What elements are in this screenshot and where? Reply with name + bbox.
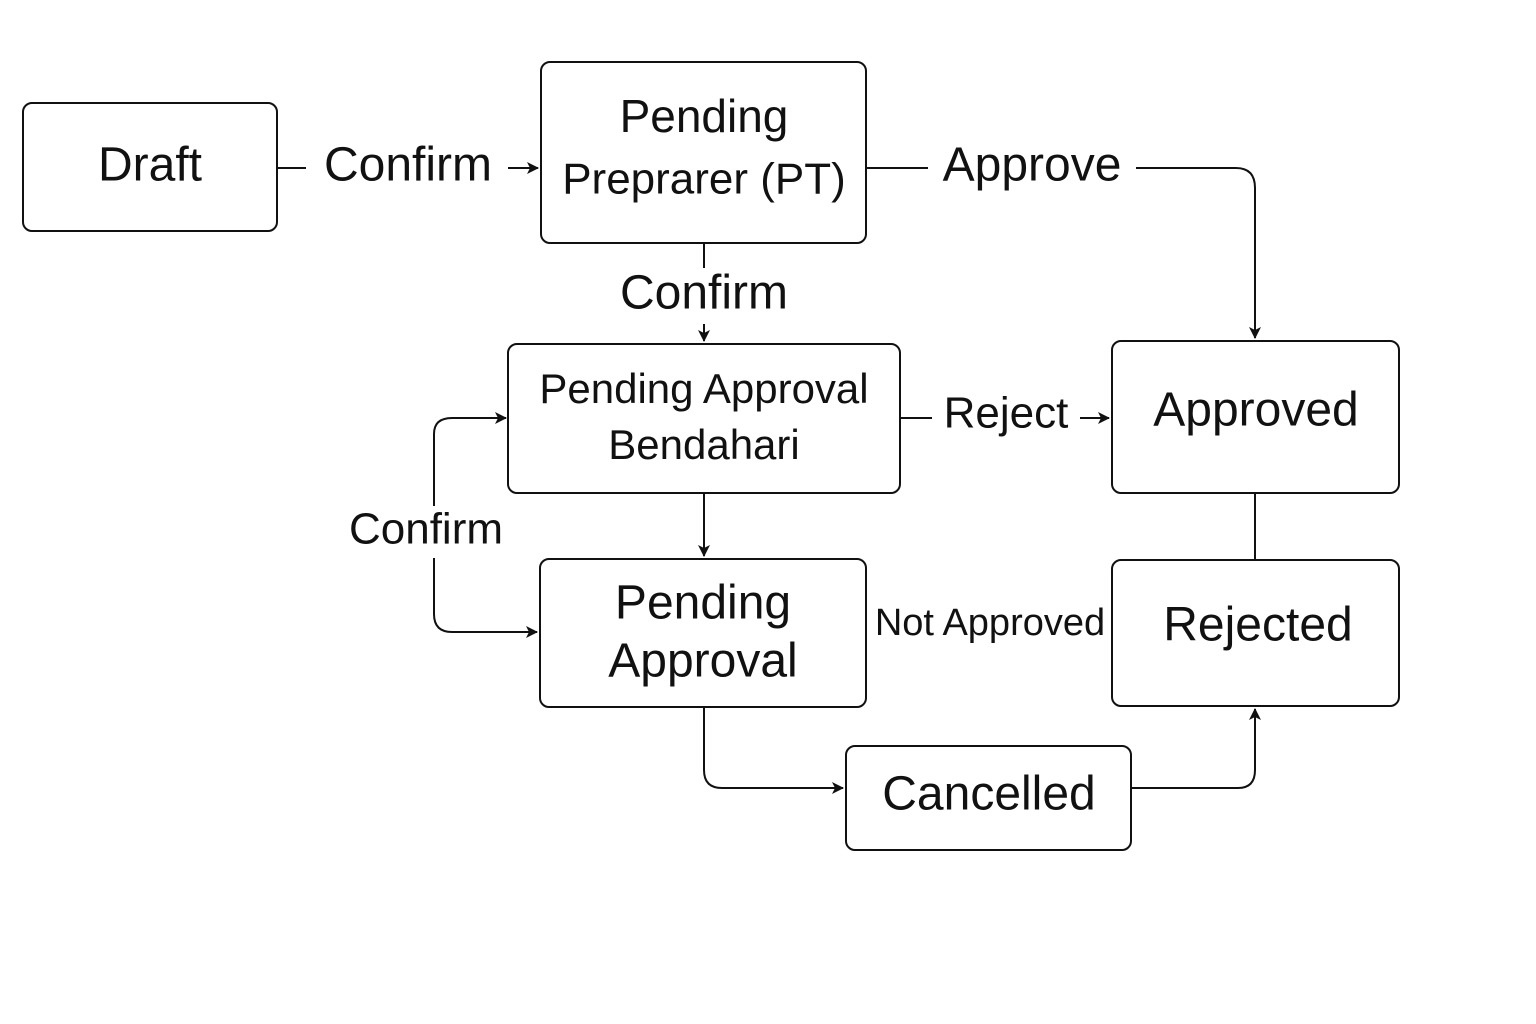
edge-label-reject: Reject <box>944 389 1069 438</box>
edge-label-approve: Approve <box>943 139 1122 192</box>
edge-label-confirm-loop: Confirm <box>349 505 503 554</box>
node-draft[interactable]: Draft <box>22 102 278 232</box>
node-pending-approval-line-2: Approval <box>608 635 797 688</box>
node-rejected[interactable]: Rejected <box>1111 559 1400 707</box>
node-pending-preparer-line-1: Pending <box>620 90 789 142</box>
edge-preparer-to-approved <box>866 167 1261 339</box>
node-rejected-label: Rejected <box>1163 599 1352 652</box>
node-pending-approval[interactable]: Pending Approval <box>539 558 867 708</box>
node-pending-approval-bendahari[interactable]: Pending Approval Bendahari <box>507 343 901 494</box>
node-approved-label: Approved <box>1153 384 1358 437</box>
edge-pending-approval-to-cancelled <box>703 707 844 794</box>
node-cancelled[interactable]: Cancelled <box>845 745 1132 851</box>
edge-label-confirm-draft: Confirm <box>324 139 492 192</box>
node-pending-approval-line-1: Pending <box>615 577 791 630</box>
node-pending-preparer-line-2: Preprarer (PT) <box>562 155 846 204</box>
node-bendahari-line-1: Pending Approval <box>539 365 868 412</box>
node-draft-label: Draft <box>98 139 202 192</box>
node-bendahari-line-2: Bendahari <box>608 421 799 468</box>
edge-label-not-approved: Not Approved <box>875 602 1105 644</box>
node-pending-preparer[interactable]: Pending Preprarer (PT) <box>540 61 867 244</box>
edge-loop-to-pending-approval <box>433 545 538 638</box>
node-approved[interactable]: Approved <box>1111 340 1400 494</box>
edge-label-confirm-preparer: Confirm <box>620 267 788 320</box>
edge-loop-to-bendahari <box>433 412 507 520</box>
edge-cancelled-to-rejected <box>1131 708 1261 789</box>
node-cancelled-label: Cancelled <box>882 768 1095 821</box>
